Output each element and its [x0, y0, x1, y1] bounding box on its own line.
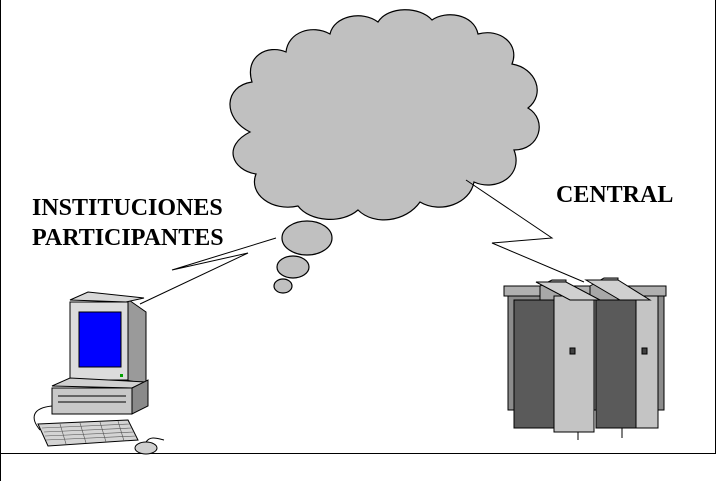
participant-computer	[33, 291, 165, 455]
label-line-1: INSTITUCIONES	[32, 195, 223, 221]
mouse-cable	[145, 437, 165, 443]
central-servers	[503, 277, 667, 440]
power-led	[120, 374, 123, 377]
server-left-led	[569, 347, 576, 355]
slide-frame	[0, 0, 716, 454]
link-participant-cloud	[139, 237, 277, 305]
base-unit-front	[51, 387, 133, 415]
thought-bubble-large	[281, 220, 333, 256]
thought-bubble-small	[273, 278, 293, 294]
monitor-screen	[78, 311, 122, 368]
monitor-top	[69, 291, 145, 303]
server-right-lid	[584, 279, 652, 301]
label-line-2: PARTICIPANTES	[32, 225, 224, 251]
server-left-front	[513, 299, 555, 429]
server-left-panel	[553, 295, 595, 433]
label-central: CENTRAL	[556, 182, 674, 208]
thought-bubble-medium	[276, 255, 310, 279]
keyboard-cable	[33, 405, 53, 431]
monitor-side	[125, 297, 147, 385]
link-central-cloud	[465, 179, 585, 283]
cloud-shape	[229, 9, 540, 221]
label-instituciones-participantes: INSTITUCIONES PARTICIPANTES	[32, 193, 224, 253]
server-right-front	[595, 299, 637, 429]
mouse	[134, 441, 158, 455]
keyboard-keys	[41, 420, 137, 445]
server-right-led	[641, 347, 648, 355]
keyboard	[37, 419, 139, 447]
server-right-panel	[635, 295, 659, 429]
network-cloud	[229, 9, 540, 294]
server-left-lid	[535, 281, 601, 301]
left-border-line	[0, 0, 1, 481]
base-unit-side	[131, 379, 149, 415]
